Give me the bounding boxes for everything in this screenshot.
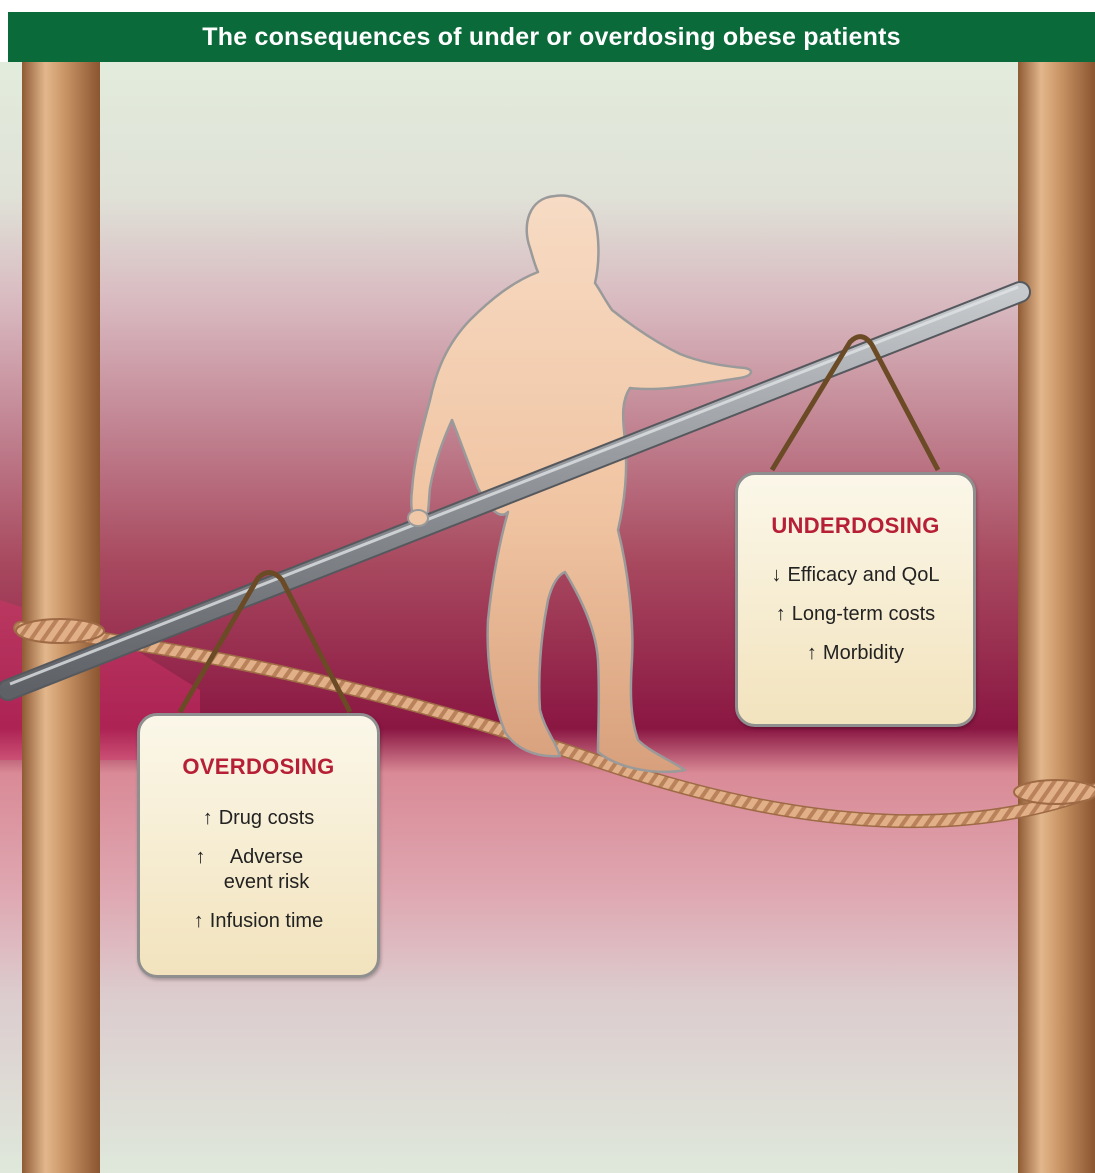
- underdosing-item: ↓Efficacy and QoL: [738, 563, 973, 588]
- arrow-up-icon: ↑: [203, 806, 213, 831]
- overdosing-item: ↑Infusion time: [140, 909, 377, 934]
- right-rope-knot: [1014, 780, 1095, 804]
- underdosing-item: ↑Long-term costs: [738, 602, 973, 627]
- overdosing-item: ↑Drug costs: [140, 806, 377, 831]
- page-title: The consequences of under or overdosing …: [202, 23, 900, 52]
- overdosing-sign: OVERDOSING ↑Drug costs ↑Adverse event ri…: [137, 713, 380, 978]
- underdosing-list: ↓Efficacy and QoL ↑Long-term costs ↑Morb…: [738, 563, 973, 666]
- arrow-up-icon: ↑: [194, 909, 204, 934]
- overdosing-list: ↑Drug costs ↑Adverse event risk ↑Infusio…: [140, 806, 377, 934]
- underdosing-title: UNDERDOSING: [738, 513, 973, 539]
- underdosing-sign: UNDERDOSING ↓Efficacy and QoL ↑Long-term…: [735, 472, 976, 727]
- right-pole: [1018, 62, 1095, 1173]
- overdosing-item: ↑Adverse event risk: [140, 845, 377, 895]
- left-hand: [408, 510, 428, 526]
- left-pole: [22, 62, 100, 1173]
- arrow-up-icon: ↑: [776, 602, 786, 627]
- overdosing-title: OVERDOSING: [140, 754, 377, 780]
- underdosing-item: ↑Morbidity: [738, 641, 973, 666]
- arrow-down-icon: ↓: [772, 563, 782, 588]
- title-banner: The consequences of under or overdosing …: [8, 12, 1095, 62]
- arrow-up-icon: ↑: [196, 845, 206, 870]
- left-rope-knot: [16, 619, 104, 643]
- arrow-up-icon: ↑: [807, 641, 817, 666]
